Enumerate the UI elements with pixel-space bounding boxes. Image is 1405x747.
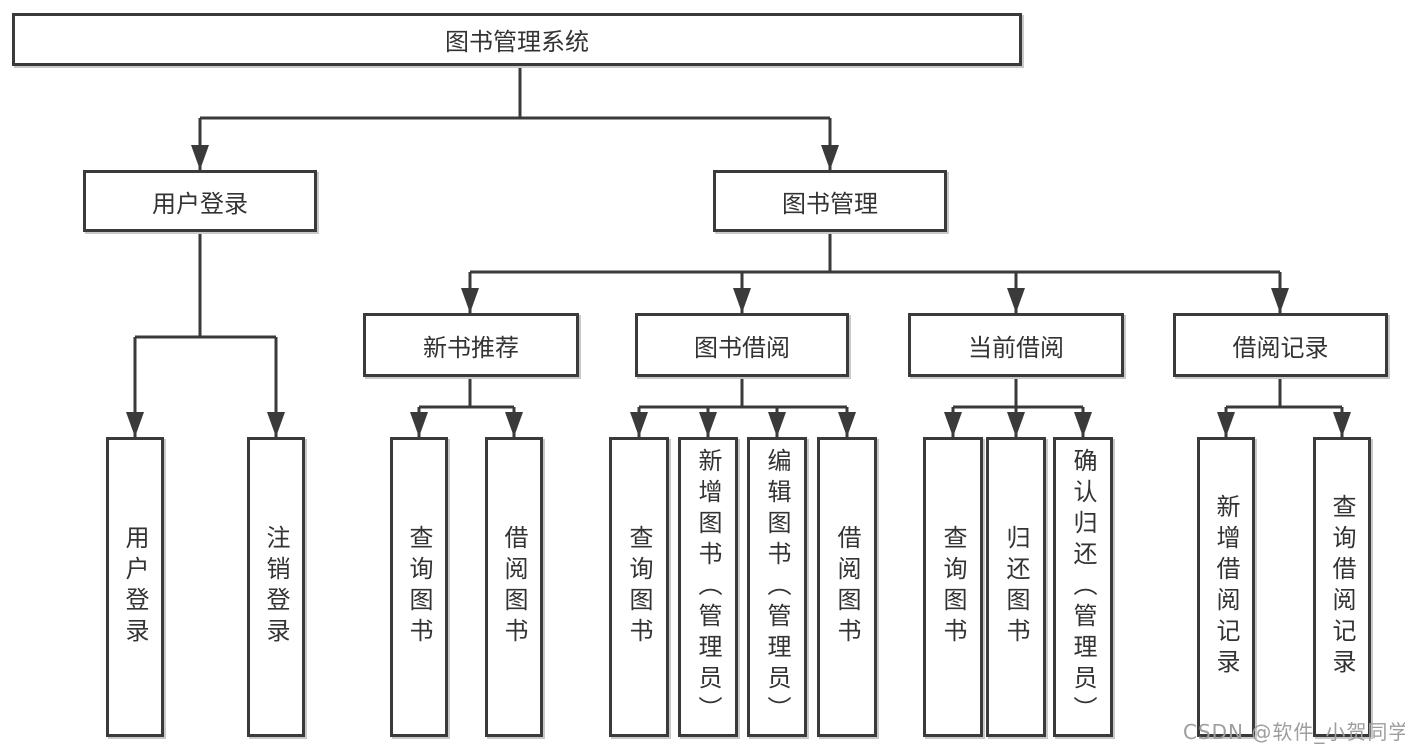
arrowhead-icon [838,412,856,437]
leaf-add-borrow-record-label: 新增借阅记录 [1212,494,1240,680]
connector-user-login-split [133,232,278,437]
leaf-edit-books-admin: 编辑图书（管理员） [747,437,807,737]
leaf-add-borrow-record: 新增借阅记录 [1197,437,1255,737]
leaf-confirm-return-admin: 确认归还（管理员） [1053,437,1113,737]
arrowhead-icon [1074,412,1092,437]
arrowhead-icon [461,288,479,313]
node-new-book-recommend: 新书推荐 [363,313,579,377]
connector-records-split [1224,377,1344,437]
leaf-recommend-query-books-label: 查询图书 [405,525,433,649]
node-book-management-label: 图书管理 [782,189,878,218]
arrowhead-icon [1271,288,1289,313]
node-new-book-recommend-label: 新书推荐 [423,333,519,362]
node-book-management: 图书管理 [713,170,947,232]
arrowhead-icon [1007,288,1025,313]
node-current-borrowing-label: 当前借阅 [968,333,1064,362]
leaf-logout-label: 注销登录 [262,525,290,649]
leaf-query-borrow-record: 查询借阅记录 [1313,437,1371,737]
leaf-query-borrow-record-label: 查询借阅记录 [1328,494,1356,680]
leaf-recommend-query-books: 查询图书 [390,437,448,737]
connector-current-borrow-split [951,377,1085,437]
node-borrowing-records-label: 借阅记录 [1232,333,1329,362]
node-current-borrowing: 当前借阅 [908,313,1124,377]
node-book-borrowing: 图书借阅 [635,313,849,377]
connector-new-book-split [417,377,516,437]
arrowhead-icon [768,412,786,437]
leaf-return-books-label: 归还图书 [1002,525,1030,649]
leaf-user-login: 用户登录 [106,437,164,737]
arrowhead-icon [1333,412,1351,437]
arrowhead-icon [1007,412,1025,437]
leaf-borrow-books: 借阅图书 [817,437,877,737]
watermark: CSDN @软件_小贺同学 [1183,720,1405,744]
leaf-borrowing-query-books-label: 查询图书 [625,525,653,649]
node-root: 图书管理系统 [12,13,1022,66]
leaf-recommend-borrow-books-label: 借阅图书 [500,525,528,649]
connector-book-borrow-split [637,377,849,437]
leaf-current-query-books: 查询图书 [923,437,983,737]
arrowhead-icon [630,412,648,437]
leaf-logout: 注销登录 [247,437,305,737]
leaf-borrowing-query-books: 查询图书 [609,437,669,737]
leaf-recommend-borrow-books: 借阅图书 [485,437,543,737]
connector-root-split [198,66,832,170]
arrowhead-icon [733,288,751,313]
node-user-login-branch: 用户登录 [83,170,317,232]
leaf-user-login-label: 用户登录 [121,525,149,649]
arrowhead-icon [944,412,962,437]
arrowhead-icon [821,145,839,170]
arrowhead-icon [126,412,144,437]
arrowhead-icon [191,145,209,170]
leaf-confirm-return-admin-label: 确认归还（管理员） [1069,447,1097,727]
leaf-add-books-admin-label: 新增图书（管理员） [694,447,722,727]
leaf-current-query-books-label: 查询图书 [939,525,967,649]
node-root-label: 图书管理系统 [445,28,589,56]
connector-book-mgmt-split [468,232,1282,313]
arrowhead-icon [267,412,285,437]
leaf-return-books: 归还图书 [986,437,1046,737]
leaf-borrow-books-label: 借阅图书 [833,525,861,649]
arrowhead-icon [1217,412,1235,437]
node-book-borrowing-label: 图书借阅 [694,333,790,362]
node-borrowing-records: 借阅记录 [1173,313,1388,377]
leaf-add-books-admin: 新增图书（管理员） [678,437,738,737]
leaf-edit-books-admin-label: 编辑图书（管理员） [763,447,791,727]
arrowhead-icon [699,412,717,437]
arrowhead-icon [410,412,428,437]
node-user-login-branch-label: 用户登录 [152,189,248,218]
arrowhead-icon [505,412,523,437]
